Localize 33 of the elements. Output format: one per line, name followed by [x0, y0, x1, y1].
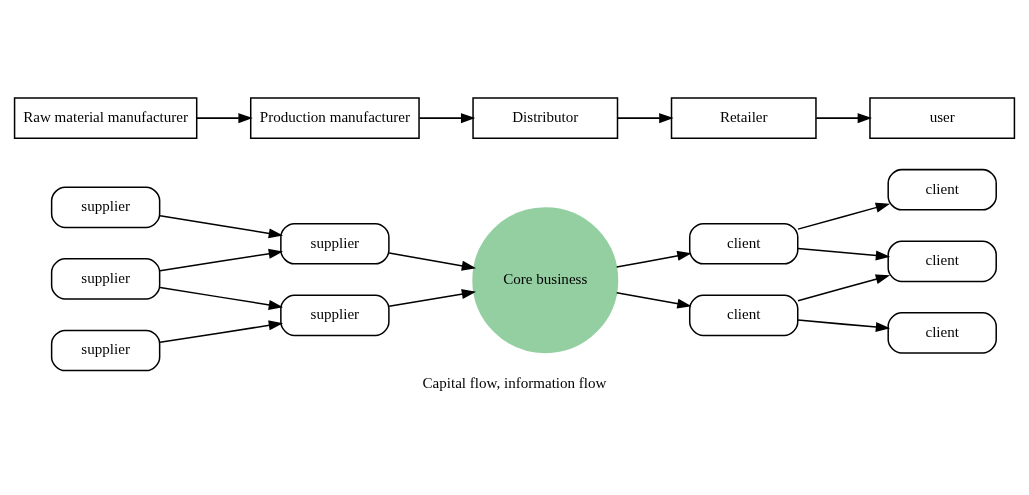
node-box: client	[688, 222, 799, 265]
node-box: supplier	[50, 186, 161, 229]
node-box: supplier	[50, 258, 161, 300]
arrow	[797, 274, 891, 302]
arrow	[615, 292, 692, 309]
arrow	[615, 250, 692, 268]
node-box: client	[887, 240, 997, 283]
caption: Capital flow, information flow	[422, 374, 607, 391]
arrow	[797, 319, 891, 333]
arrow	[388, 289, 477, 308]
node-box: Production manufacturer	[249, 97, 420, 139]
arrow	[418, 113, 476, 124]
node-box: supplier	[280, 222, 390, 265]
arrow	[388, 252, 477, 271]
node-box: supplier	[280, 294, 390, 337]
arrow	[797, 247, 891, 261]
node-box: Retailer	[670, 97, 817, 139]
arrow	[797, 202, 891, 230]
node-box: Raw material manufacturer	[13, 97, 198, 139]
arrow	[159, 248, 284, 272]
node-box: client	[688, 294, 799, 337]
node-box: client	[887, 312, 997, 354]
arrow	[815, 113, 872, 124]
node-box: user	[869, 97, 1016, 139]
arrow	[617, 113, 674, 124]
arrow	[159, 215, 284, 239]
node-circle: Core business	[472, 207, 619, 354]
node-box: Distributor	[472, 97, 619, 139]
arrow	[159, 320, 284, 343]
node-box: client	[887, 168, 997, 211]
arrow	[159, 286, 284, 310]
arrow	[196, 113, 253, 124]
node-box: supplier	[50, 329, 161, 372]
